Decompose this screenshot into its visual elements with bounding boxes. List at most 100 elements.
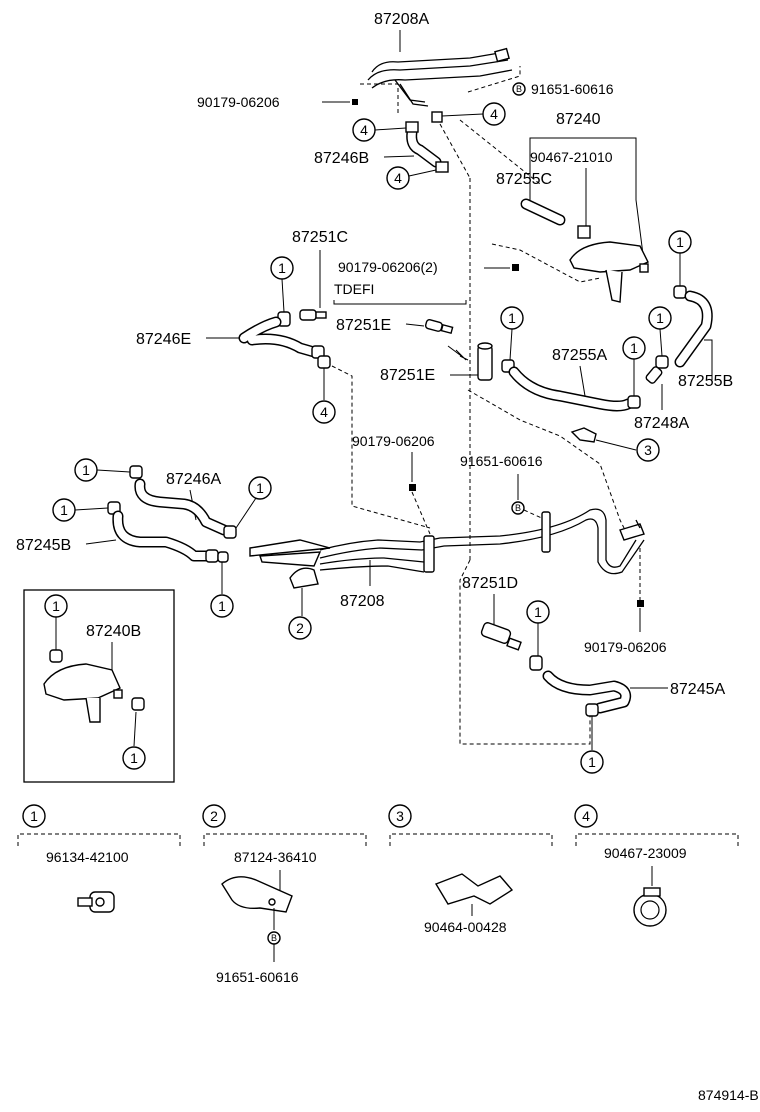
guide-line — [459, 559, 591, 745]
leader-line — [85, 539, 117, 545]
svg-text:2: 2 — [210, 808, 218, 824]
bolt-b-icon — [511, 501, 525, 515]
canister-87240B — [43, 663, 123, 723]
clamp-icon — [431, 111, 443, 123]
clip-90464-icon — [434, 873, 514, 905]
label-87246B: 87246B — [314, 150, 369, 167]
bracket-87124-icon — [221, 876, 293, 913]
label-87245B: 87245B — [16, 537, 71, 554]
label-90179-2: 90179-06206(2) — [338, 259, 438, 275]
svg-text:1: 1 — [30, 808, 38, 824]
label-87255B: 87255B — [678, 373, 733, 390]
svg-text:B: B — [271, 933, 277, 943]
clamp-icon — [217, 551, 229, 563]
guide-line — [360, 83, 399, 116]
label-87208A: 87208A — [374, 11, 429, 28]
leader-line — [595, 439, 637, 451]
label-87255C: 87255C — [496, 171, 552, 188]
callout-1 — [248, 476, 272, 500]
svg-text:1: 1 — [588, 754, 596, 770]
svg-text:1: 1 — [630, 340, 638, 356]
svg-text:B: B — [515, 503, 521, 513]
legend-part-1: 96134-42100 — [46, 849, 129, 865]
callout-1 — [580, 750, 604, 774]
clamp-icon — [585, 703, 599, 717]
leader-line — [509, 328, 513, 361]
label-87208: 87208 — [340, 593, 385, 610]
leader-line — [441, 113, 484, 117]
label-87255A: 87255A — [552, 347, 607, 364]
label-90179-top: 90179-06206 — [197, 94, 280, 110]
label-90179-mid: 90179-06206 — [352, 433, 435, 449]
clamp-96134-icon — [77, 891, 115, 913]
guide-line — [491, 243, 601, 283]
svg-text:4: 4 — [360, 122, 368, 138]
svg-text:1: 1 — [218, 598, 226, 614]
legend-3: 3 90464-00428 — [388, 804, 553, 935]
svg-text:1: 1 — [52, 598, 60, 614]
svg-text:4: 4 — [320, 404, 328, 420]
valve-87251E — [424, 319, 454, 335]
leader-line — [96, 469, 131, 473]
canister-87240 — [569, 241, 649, 303]
label-90179-low: 90179-06206 — [584, 639, 667, 655]
valve-87251C — [299, 309, 327, 321]
svg-text:1: 1 — [676, 234, 684, 250]
clamp-icon — [131, 697, 145, 711]
clamp-icon — [435, 161, 449, 173]
guide-line — [411, 491, 431, 535]
hose-87245A — [542, 670, 632, 714]
leader-line — [235, 497, 257, 529]
clamp-icon — [49, 649, 63, 663]
callout-2 — [288, 616, 312, 640]
clamp-icon — [223, 525, 237, 539]
svg-text:1: 1 — [82, 462, 90, 478]
guide-line — [459, 119, 541, 185]
svg-text:1: 1 — [60, 502, 68, 518]
svg-text:3: 3 — [396, 808, 404, 824]
hose-87246E — [238, 316, 320, 358]
label-87251D: 87251D — [462, 575, 518, 592]
label-87245A: 87245A — [670, 681, 725, 698]
leader-line — [281, 278, 285, 313]
nut-icon — [637, 600, 644, 607]
leader-line — [408, 169, 437, 177]
nut-icon — [352, 99, 358, 105]
callout-1 — [122, 746, 146, 770]
svg-text:3: 3 — [644, 442, 652, 458]
valve-87251D — [480, 622, 522, 651]
svg-text:1: 1 — [130, 750, 138, 766]
label-87248A: 87248A — [634, 415, 689, 432]
hose-87246A — [134, 478, 230, 536]
callout-3 — [636, 438, 660, 462]
legend-4: 4 90467-23009 — [574, 804, 739, 927]
label-87240: 87240 — [556, 111, 601, 128]
label-91651-mid: 91651-60616 — [460, 453, 543, 469]
guide-line — [331, 365, 431, 529]
hose-87245B — [112, 510, 214, 562]
clamp-icon — [673, 285, 687, 299]
figure-code: 874914-B — [698, 1087, 759, 1103]
label-87240B: 87240B — [86, 623, 141, 640]
svg-text:1: 1 — [508, 310, 516, 326]
nut-icon — [512, 264, 519, 271]
clamp-icon — [317, 355, 331, 369]
clip-icon — [577, 225, 591, 239]
leader-line — [405, 323, 425, 327]
valve-87248A — [645, 366, 663, 384]
guide-line — [439, 123, 471, 179]
label-87251E-b: 87251E — [380, 367, 435, 384]
label-91651-top: 91651-60616 — [531, 81, 614, 97]
leader-line — [383, 155, 415, 158]
clamp-icon — [655, 355, 669, 369]
leader-line — [374, 127, 407, 131]
svg-text:4: 4 — [394, 170, 402, 186]
guide-line — [467, 66, 521, 93]
leader-line — [74, 507, 109, 511]
clamp-icon — [529, 655, 543, 671]
legend-part-2: 87124-36410 — [234, 849, 317, 865]
svg-text:1: 1 — [656, 310, 664, 326]
legend-part-4: 90467-23009 — [604, 845, 687, 861]
clip-3 — [570, 427, 597, 443]
